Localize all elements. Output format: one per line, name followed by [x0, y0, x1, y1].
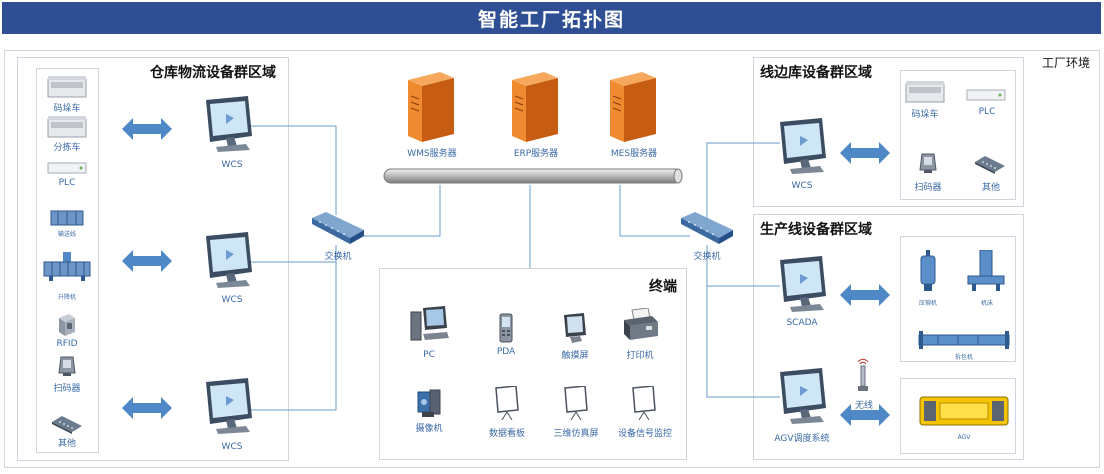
machine-tool-icon	[967, 250, 1005, 291]
wcs-label: WCS	[791, 181, 813, 191]
monitor-icon	[206, 378, 252, 434]
lifter-icon	[43, 252, 91, 281]
double-arrow-icon	[122, 118, 172, 140]
device-label: PLC	[58, 178, 76, 188]
device-label: 机床	[980, 300, 994, 307]
warehouse-region-title: 仓库物流设备群区域	[150, 65, 276, 81]
double-arrow-icon	[122, 397, 172, 419]
monitor-icon	[206, 232, 252, 288]
factory-label: 工厂环境	[1042, 56, 1091, 70]
wireless-antenna-icon	[857, 358, 869, 391]
simulation-screen-icon	[564, 386, 588, 420]
signal-monitor-icon	[632, 386, 656, 420]
switch-label: 交换机	[324, 252, 352, 262]
link-switch2-agv	[706, 286, 780, 398]
device-label: 输送线	[57, 231, 77, 238]
double-arrow-icon	[840, 404, 890, 426]
device-label: 压铆机	[918, 300, 938, 307]
sorting-vehicle-icon	[47, 116, 87, 138]
wireless-label: 无线	[854, 401, 874, 411]
monitor-icon	[206, 96, 252, 152]
double-arrow-icon	[840, 284, 890, 306]
camera-icon	[417, 389, 441, 417]
link-wcs2-switch	[250, 245, 337, 263]
terminal-label: 摄像机	[415, 424, 443, 434]
riveting-machine-icon	[920, 250, 936, 291]
plc-icon	[966, 89, 1006, 101]
terminal-label: 设备信号监控	[617, 429, 673, 439]
monitor-icon	[780, 256, 826, 312]
double-arrow-icon	[122, 250, 172, 272]
other-device-icon	[975, 156, 1005, 174]
agv-vehicle-icon	[919, 396, 1009, 426]
device-label: PLC	[978, 107, 996, 117]
terminal-label: 触摸屏	[561, 351, 589, 361]
link-bus-switch2	[619, 185, 690, 237]
switch-icon	[312, 212, 364, 244]
other-device-icon	[52, 416, 82, 434]
device-label: 扫码器	[53, 384, 81, 394]
switch-icon	[681, 212, 733, 244]
lineside-region-title: 线边库设备群区域	[760, 65, 872, 81]
device-label: 码垛车	[911, 110, 939, 120]
server-icon	[408, 72, 454, 142]
terminal-label: 打印机	[626, 351, 654, 361]
server-label: MES服务器	[610, 149, 658, 159]
device-label: AGV	[957, 434, 971, 441]
production-region-title: 生产线设备群区域	[760, 222, 872, 238]
plc-icon	[47, 162, 87, 174]
terminal-region-title: 终端	[649, 279, 677, 295]
unpacking-machine-icon	[918, 331, 1010, 349]
server-label: ERP服务器	[513, 149, 559, 159]
stacker-vehicle-icon	[47, 76, 87, 98]
device-label: 分拣车	[53, 143, 81, 153]
touchscreen-icon	[564, 313, 586, 343]
agv-dispatch-label: AGV调度系统	[774, 434, 830, 444]
switch-label: 交换机	[693, 252, 721, 262]
scanner-icon	[58, 356, 76, 376]
link-wcs3-switch	[250, 245, 337, 411]
scanner-icon	[919, 153, 937, 173]
terminal-label: 数据看板	[488, 429, 526, 439]
terminal-region	[379, 268, 687, 460]
device-label: 拆包机	[954, 354, 974, 361]
link-wcs1-switch	[250, 125, 337, 215]
terminal-label: PDA	[496, 347, 516, 357]
monitor-icon	[780, 118, 826, 174]
wcs-label: WCS	[221, 160, 243, 170]
stacker-vehicle-icon	[905, 81, 945, 103]
double-arrow-icon	[840, 142, 890, 164]
rfid-icon	[59, 314, 75, 336]
page-title: 智能工厂拓扑图	[2, 2, 1101, 34]
wcs-label: WCS	[221, 295, 243, 305]
device-label: 其他	[981, 183, 1001, 193]
device-label: 码垛车	[53, 104, 81, 114]
server-icon	[610, 72, 656, 142]
terminal-label: PC	[423, 350, 435, 360]
link-switch2-wcs	[706, 142, 780, 222]
link-switch-bus	[350, 185, 441, 237]
terminal-label: 三维仿真屏	[553, 429, 599, 439]
device-label: 扫码器	[914, 183, 942, 193]
conveyor-icon	[50, 210, 84, 226]
pc-icon	[410, 306, 449, 341]
device-label: 其他	[57, 439, 77, 449]
device-label: 升降机	[57, 294, 77, 301]
scada-label: SCADA	[786, 318, 818, 328]
printer-icon	[624, 308, 658, 340]
pda-icon	[499, 313, 513, 343]
network-bus-icon	[383, 168, 683, 184]
wcs-label: WCS	[221, 442, 243, 452]
server-icon	[512, 72, 558, 142]
monitor-icon	[780, 368, 826, 424]
device-label: RFID	[56, 339, 78, 349]
dashboard-screen-icon	[495, 386, 519, 420]
server-label: WMS服务器	[407, 149, 457, 159]
